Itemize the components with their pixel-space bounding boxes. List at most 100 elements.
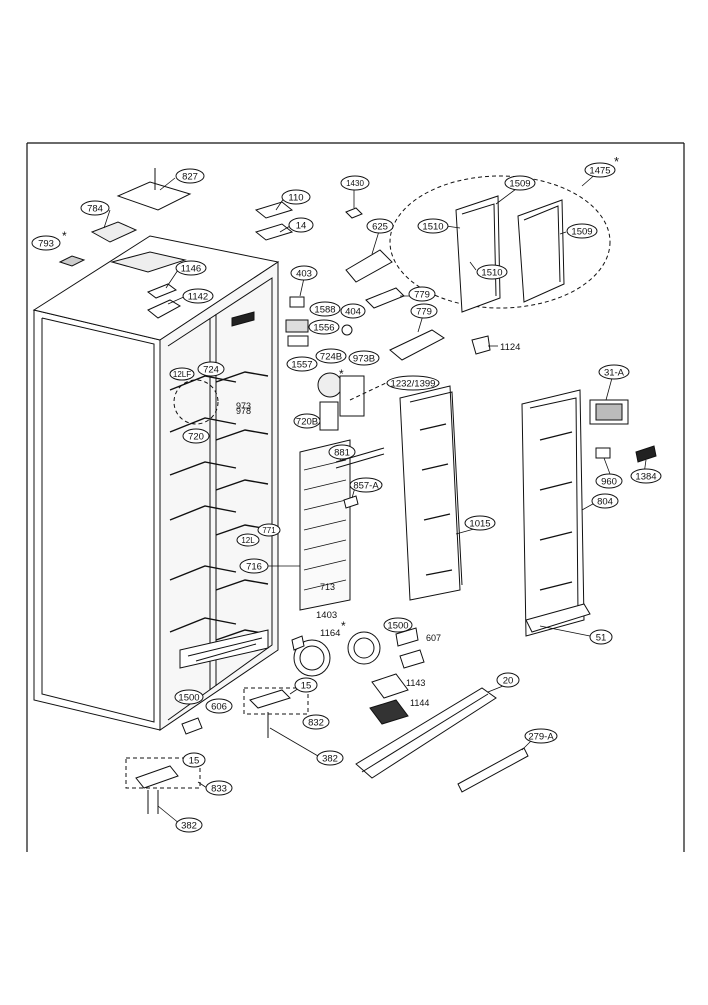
callout-110: 110: [281, 189, 311, 205]
callout-382-lower: 382: [175, 817, 203, 833]
callout-804: 804: [591, 493, 619, 509]
svg-text:15: 15: [189, 756, 200, 767]
callout-1588: 1588: [309, 301, 341, 317]
svg-text:779: 779: [416, 307, 432, 318]
svg-text:31-A: 31-A: [604, 368, 625, 379]
svg-text:*: *: [614, 154, 619, 169]
svg-text:110: 110: [288, 193, 303, 204]
callout-827: 827: [175, 168, 205, 184]
callout-12LF: 12LF: [169, 367, 195, 381]
callout-1500-right: 1500: [383, 617, 413, 633]
assembly-box-832: [243, 687, 309, 715]
callout-1430: 1430: [340, 175, 370, 191]
svg-text:1557: 1557: [291, 360, 312, 371]
callout-713: 713: [320, 582, 335, 592]
callout-716: 716: [239, 558, 269, 574]
svg-text:1124: 1124: [500, 342, 520, 353]
svg-text:625: 625: [372, 222, 388, 233]
svg-text:404: 404: [345, 307, 361, 318]
callout-1510-left: 1510: [417, 218, 449, 234]
callout-779-upper: 779: [408, 286, 436, 302]
callout-1500-left: 1500: [174, 689, 204, 705]
callout-14: 14: [288, 217, 314, 233]
callout-1142: 1142: [182, 288, 214, 304]
callout-625: 625: [366, 218, 394, 234]
callout-1143: 1143: [406, 678, 425, 688]
svg-text:1143: 1143: [406, 678, 425, 688]
svg-text:1430: 1430: [346, 179, 364, 188]
svg-text:779: 779: [414, 290, 430, 301]
svg-text:1144: 1144: [410, 698, 429, 708]
callout-403: 403: [290, 265, 318, 281]
svg-text:1510: 1510: [481, 268, 502, 279]
callout-1164: 1164*: [320, 619, 346, 639]
callout-720: 720: [182, 428, 210, 444]
svg-text:784: 784: [87, 204, 103, 215]
svg-text:973B: 973B: [353, 354, 375, 365]
svg-text:832: 832: [308, 718, 324, 729]
cover-827: [116, 181, 192, 211]
callout-1510-bottom: 1510: [476, 264, 508, 280]
callout-793: 793*: [31, 229, 67, 251]
svg-text:*: *: [62, 229, 67, 243]
callout-784: 784: [80, 200, 110, 216]
svg-text:14: 14: [296, 221, 307, 232]
callout-1557: 1557: [286, 356, 318, 372]
callout-1124: 1124: [500, 342, 520, 353]
svg-text:1142: 1142: [188, 292, 208, 303]
callout-1232-1399: 1232/1399: [386, 375, 440, 391]
callout-15-upper: 15: [294, 677, 318, 693]
callout-607: 607: [426, 633, 441, 643]
svg-text:382: 382: [181, 821, 197, 832]
svg-text:1232/1399: 1232/1399: [391, 379, 436, 390]
panel-1015: [399, 385, 461, 601]
callout-779-lower: 779: [410, 303, 438, 319]
callout-1015: 1015: [464, 515, 496, 531]
callout-833: 833: [205, 780, 233, 796]
callout-1146: 1146: [175, 260, 207, 276]
callout-606: 606: [205, 698, 233, 714]
svg-text:1015: 1015: [469, 519, 490, 530]
callout-279A: 279-A: [524, 728, 558, 744]
svg-text:403: 403: [296, 269, 312, 280]
svg-text:12L: 12L: [241, 536, 255, 545]
svg-text:1164: 1164: [320, 628, 340, 639]
svg-text:1509: 1509: [571, 227, 592, 238]
fan-1164-a: [293, 639, 331, 677]
callout-1475: 1475 *: [584, 154, 619, 178]
svg-text:1510: 1510: [422, 222, 443, 233]
svg-text:1475: 1475: [589, 166, 610, 177]
callout-724: 724: [197, 361, 225, 377]
svg-text:716: 716: [246, 562, 262, 573]
panel-1510-a: [455, 195, 501, 313]
tray-779: [389, 329, 445, 361]
callout-857A: 857-A: [349, 477, 383, 493]
svg-text:1384: 1384: [635, 472, 656, 483]
svg-text:973: 973: [236, 401, 251, 411]
callout-1509-right: 1509: [566, 223, 598, 239]
svg-text:*: *: [341, 619, 346, 633]
callout-12L: 12L: [236, 533, 260, 547]
panel-1510-b: [517, 199, 565, 303]
svg-text:20: 20: [503, 676, 514, 687]
callout-832: 832: [302, 714, 330, 730]
svg-text:1556: 1556: [313, 323, 334, 334]
callout-881: 881: [328, 444, 356, 460]
callout-973B: 973B*: [339, 350, 380, 381]
svg-text:833: 833: [211, 784, 227, 795]
callout-973: 973: [236, 401, 251, 411]
svg-text:804: 804: [597, 497, 613, 508]
svg-text:978: 978: [236, 406, 251, 416]
callout-1509-top: 1509: [504, 175, 536, 191]
svg-text:724B: 724B: [320, 352, 342, 363]
svg-text:1509: 1509: [509, 179, 530, 190]
duct-625: [345, 249, 393, 283]
cover-804: [521, 389, 585, 637]
callout-978: 978: [236, 406, 251, 416]
svg-text:1500: 1500: [178, 693, 199, 704]
svg-text:279-A: 279-A: [528, 732, 554, 743]
callout-51: 51: [589, 629, 613, 645]
assembly-box-833: [125, 757, 201, 789]
svg-text:720: 720: [188, 432, 204, 443]
